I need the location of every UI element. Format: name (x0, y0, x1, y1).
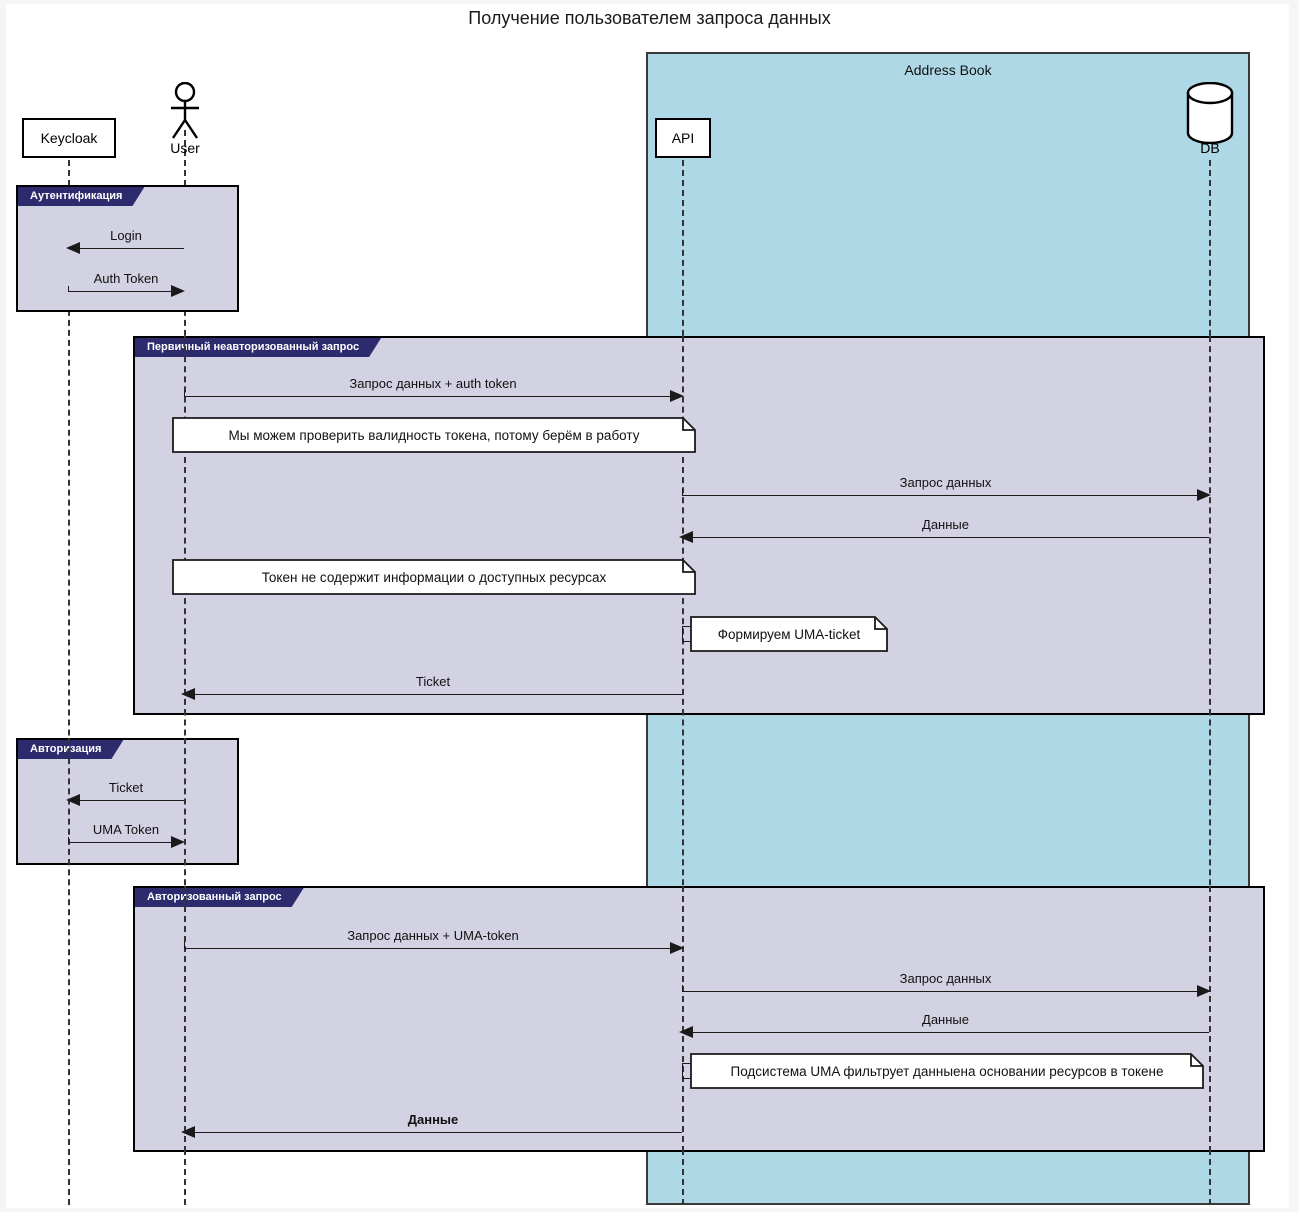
lifeline-user-seg3 (184, 738, 186, 865)
message-line-auth-token (68, 291, 180, 292)
message-label-db-data-2: Данные (922, 1012, 969, 1027)
participant-api[interactable]: API (655, 118, 711, 158)
message-label-db-request-1: Запрос данных (899, 475, 992, 490)
lifeline-keycloak (68, 160, 70, 1205)
message-line-db-request-2 (682, 991, 1199, 992)
arrow-head-right-data-request-uma-token (670, 942, 684, 954)
arrow-head-right-uma-token (171, 836, 185, 848)
message-stub-db-request-2 (682, 985, 683, 992)
fragment-authentication-label: Аутентификация (18, 187, 144, 206)
message-label-data-request-auth-token: Запрос данных + auth token (349, 376, 517, 391)
message-label-ticket-api: Ticket (415, 674, 451, 689)
message-stub-auth-token (68, 286, 69, 292)
lifeline-user-seg4 (184, 886, 186, 1152)
arrow-head-right-auth-token (171, 285, 185, 297)
lifeline-user-seg2 (184, 336, 186, 715)
arrow-head-right-data-request-auth-token (670, 390, 684, 402)
note-no-resources-text: Токен не содержит информации о доступных… (261, 569, 607, 585)
message-label-ticket-keycloak: Ticket (108, 780, 144, 795)
message-line-ticket-api (192, 694, 682, 695)
message-label-uma-token: UMA Token (92, 822, 160, 837)
arrow-head-left-db-data-2 (679, 1026, 693, 1038)
participant-api-label: API (671, 130, 695, 146)
note-uma-ticket: Формируем UMA-ticket (690, 616, 888, 652)
note-anchor-uma-ticket (682, 626, 690, 642)
diagram-title: Получение пользователем запроса данных (468, 8, 831, 28)
actor-user-icon[interactable] (164, 82, 206, 140)
fragment-initial-unauthorized-request-label: Первичный неавторизованный запрос (135, 338, 381, 357)
note-anchor-uma-filter (682, 1063, 690, 1079)
message-line-ticket-keycloak (72, 800, 184, 801)
arrow-head-right-db-request-2 (1197, 985, 1211, 997)
fragment-authorized-request-label: Авторизованный запрос (135, 888, 304, 907)
message-stub-data-request-auth-token (184, 390, 185, 397)
note-uma-filter-text: Подсистема UMA фильтрует данныена основа… (730, 1063, 1164, 1079)
note-uma-filter: Подсистема UMA фильтрует данныена основа… (690, 1053, 1204, 1089)
message-line-login (72, 248, 184, 249)
message-line-db-data-2 (690, 1032, 1209, 1033)
participant-keycloak-label: Keycloak (40, 130, 98, 146)
fragment-authorization-label: Авторизация (18, 740, 123, 759)
message-line-db-data-1 (690, 537, 1209, 538)
message-line-db-request-1 (682, 495, 1199, 496)
page-edge-top (0, 0, 1299, 4)
participant-db-label: DB (1200, 140, 1220, 156)
message-stub-db-request-1 (682, 489, 683, 496)
message-line-data-request-auth-token (184, 396, 672, 397)
note-token-valid: Мы можем проверить валидность токена, по… (172, 417, 696, 453)
arrow-head-left-ticket-keycloak (66, 794, 80, 806)
message-stub-data-request-uma-token (184, 942, 185, 949)
message-stub-uma-token (68, 837, 69, 843)
arrow-head-left-login (66, 242, 80, 254)
system-boundary-label: Address Book (904, 62, 992, 78)
arrow-head-left-ticket-api (181, 688, 195, 700)
lifeline-api-seg2 (682, 336, 684, 715)
note-token-valid-text: Мы можем проверить валидность токена, по… (228, 427, 640, 443)
fragment-authorized-request: Авторизованный запрос (133, 886, 1265, 1152)
page-edge-left (0, 0, 6, 1212)
message-label-data-request-uma-token: Запрос данных + UMA-token (347, 928, 519, 943)
page-edge-bottom (0, 1208, 1299, 1212)
message-label-auth-token: Auth Token (93, 271, 159, 286)
lifeline-db-seg2 (1209, 336, 1211, 715)
arrow-head-left-final-data (181, 1126, 195, 1138)
message-line-final-data (192, 1132, 682, 1133)
note-no-resources: Токен не содержит информации о доступных… (172, 559, 696, 595)
message-label-db-data-1: Данные (922, 517, 969, 532)
arrow-head-left-db-data-1 (679, 531, 693, 543)
note-uma-ticket-text: Формируем UMA-ticket (717, 626, 861, 642)
lifeline-api-seg4 (682, 886, 684, 1152)
lifeline-keycloak-seg3 (68, 738, 70, 865)
participant-user-label: User (170, 140, 200, 156)
message-line-uma-token (68, 842, 180, 843)
arrow-head-right-db-request-1 (1197, 489, 1211, 501)
message-label-db-request-2: Запрос данных (899, 971, 992, 986)
fragment-authorization: Авторизация (16, 738, 239, 865)
message-label-login: Login (110, 228, 142, 243)
message-label-final-data: Данные (407, 1112, 459, 1127)
database-db-icon[interactable] (1184, 82, 1236, 144)
page-edge-right (1289, 0, 1299, 1212)
message-line-data-request-uma-token (184, 948, 672, 949)
lifeline-db-seg4 (1209, 886, 1211, 1152)
participant-keycloak[interactable]: Keycloak (22, 118, 116, 158)
